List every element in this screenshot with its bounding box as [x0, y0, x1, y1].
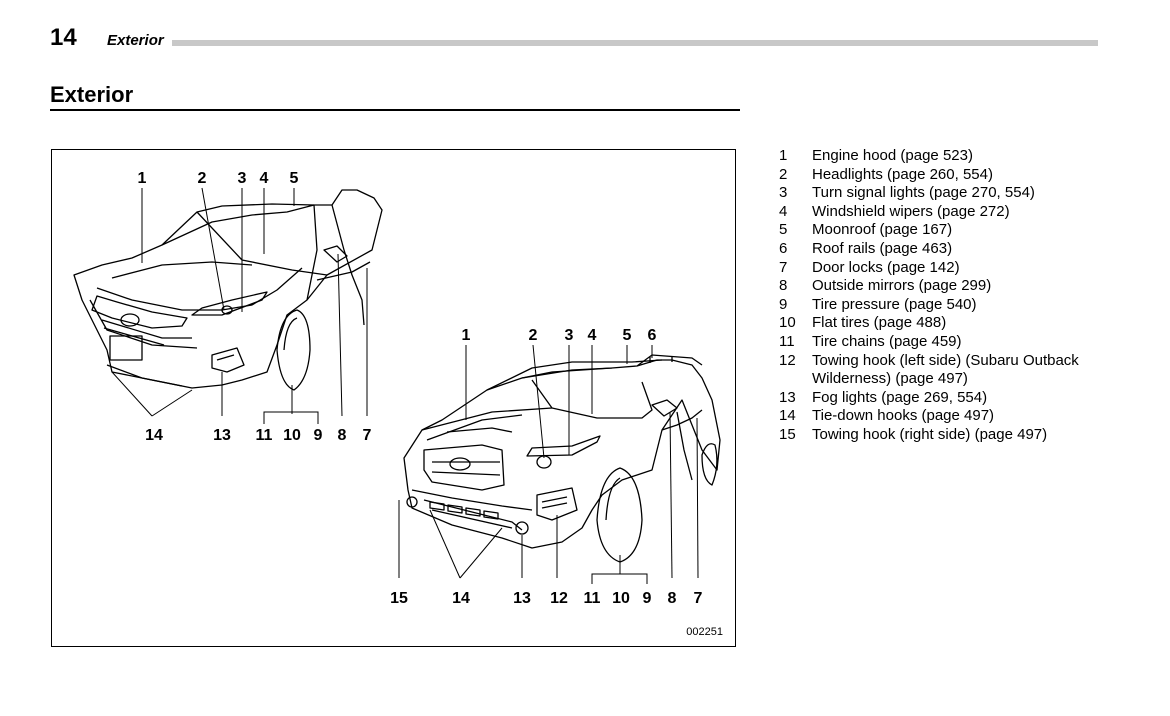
legend-text: Door locks (page 142)	[812, 258, 960, 276]
legend-text: Towing hook (left side) (Subaru Outback …	[812, 351, 1079, 388]
callout-label: 14	[452, 590, 470, 607]
legend-item: 3 Turn signal lights (page 270, 554)	[779, 184, 1119, 203]
legend-number: 8	[779, 277, 788, 295]
legend-number: 12	[779, 351, 796, 369]
legend-number: 1	[779, 147, 788, 164]
legend-item: 12 Towing hook (left side) (Subaru Outbac…	[779, 352, 1119, 389]
legend-item: 4 Windshield wipers (page 272)	[779, 203, 1119, 222]
suv-illustration	[403, 354, 721, 563]
callout-label: 6	[648, 327, 657, 344]
callout-label: 3	[565, 327, 574, 344]
legend-number: 9	[779, 295, 788, 313]
legend-item: 15 Towing hook (right side) (page 497)	[779, 426, 1119, 445]
callout-label: 1	[138, 170, 147, 187]
legend-item: 5 Moonroof (page 167)	[779, 221, 1119, 240]
legend-item: 10 Flat tires (page 488)	[779, 314, 1119, 333]
legend-item: 13 Fog lights (page 269, 554)	[779, 389, 1119, 408]
callout-label: 3	[238, 170, 247, 187]
figure-id: 002251	[686, 626, 723, 638]
legend-number: 10	[779, 314, 796, 332]
legend-item: 6 Roof rails (page 463)	[779, 240, 1119, 259]
section-title: Exterior	[50, 82, 134, 107]
legend-number: 2	[779, 165, 788, 183]
callout-label: 11	[584, 590, 601, 607]
legend-number: 14	[779, 407, 796, 425]
callout-label: 5	[290, 170, 299, 187]
legend-item: 14 Tie-down hooks (page 497)	[779, 407, 1119, 426]
callout-label: 8	[668, 590, 677, 607]
legend-number: 7	[779, 258, 788, 276]
callout-label: 9	[643, 590, 652, 607]
callout-label: 4	[588, 327, 597, 344]
legend-number: 3	[779, 184, 788, 202]
callout-label: 10	[612, 590, 630, 607]
callout-label: 5	[623, 327, 632, 344]
legend-item: 7 Door locks (page 142)	[779, 259, 1119, 278]
callout-label: 4	[260, 170, 269, 187]
legend-list: 1 Engine hood (page 523) 2 Headlights (pag…	[779, 147, 1119, 445]
exterior-figure: 1 2 3 4 5 14 13 11 10 9 8 7	[51, 149, 736, 647]
page-number: 14	[50, 24, 77, 51]
callout-label: 13	[513, 590, 531, 607]
callout-label: 13	[213, 427, 231, 444]
sedan-illustration	[73, 189, 383, 391]
legend-text: Outside mirrors (page 299)	[812, 277, 992, 295]
legend-text: Engine hood (page 523)	[812, 147, 973, 164]
legend-text: Tie-down hooks (page 497)	[812, 407, 995, 425]
legend-text: Roof rails (page 463)	[812, 239, 953, 257]
callout-label: 2	[198, 170, 207, 187]
callout-label: 8	[338, 427, 347, 444]
legend-text: Flat tires (page 488)	[812, 314, 947, 332]
callout-label: 7	[694, 590, 703, 607]
legend-text: Tire chains (page 459)	[812, 332, 962, 350]
title-rule	[50, 109, 740, 111]
callout-label: 12	[550, 590, 568, 607]
legend-number: 15	[779, 425, 796, 443]
callout-label: 9	[314, 427, 323, 444]
callout-label: 10	[283, 427, 301, 444]
callout-label: 15	[390, 590, 408, 607]
legend-text: Tire pressure (page 540)	[812, 295, 977, 313]
legend-number: 5	[779, 221, 788, 239]
callout-label: 1	[462, 327, 471, 344]
callout-label: 7	[363, 427, 372, 444]
page-header: 14 Exterior	[50, 24, 1098, 54]
legend-text: Moonroof (page 167)	[812, 221, 953, 239]
header-rule	[146, 40, 1098, 46]
legend-item: 9 Tire pressure (page 540)	[779, 296, 1119, 315]
legend-text: Windshield wipers (page 272)	[812, 202, 1010, 220]
suv-callout-labels: 1 2 3 4 5 6 15 14 13 12 11 10 9 8 7	[390, 327, 702, 607]
legend-number: 11	[779, 332, 795, 350]
sedan-leader-lines	[111, 187, 368, 424]
legend-item: 11 Tire chains (page 459)	[779, 333, 1119, 352]
legend-number: 13	[779, 388, 796, 406]
legend-number: 4	[779, 202, 788, 220]
legend-item: 8 Outside mirrors (page 299)	[779, 277, 1119, 296]
legend-item: 1 Engine hood (page 523)	[779, 147, 1119, 166]
sedan-callout-labels: 1 2 3 4 5 14 13 11 10 9 8 7	[138, 170, 372, 444]
suv-leader-lines	[398, 344, 699, 584]
legend-text: Fog lights (page 269, 554)	[812, 388, 988, 406]
callout-label: 14	[145, 427, 163, 444]
exterior-diagram: 1 2 3 4 5 14 13 11 10 9 8 7	[73, 170, 721, 607]
legend-text: Headlights (page 260, 554)	[812, 165, 993, 183]
callout-label: 11	[256, 427, 273, 444]
callout-label: 2	[529, 327, 538, 344]
legend-text: Turn signal lights (page 270, 554)	[812, 184, 1035, 202]
legend-text: Towing hook (right side) (page 497)	[812, 425, 1048, 443]
chapter-title: Exterior	[106, 33, 172, 49]
legend-number: 6	[779, 239, 788, 257]
legend-item: 2 Headlights (page 260, 554)	[779, 166, 1119, 185]
